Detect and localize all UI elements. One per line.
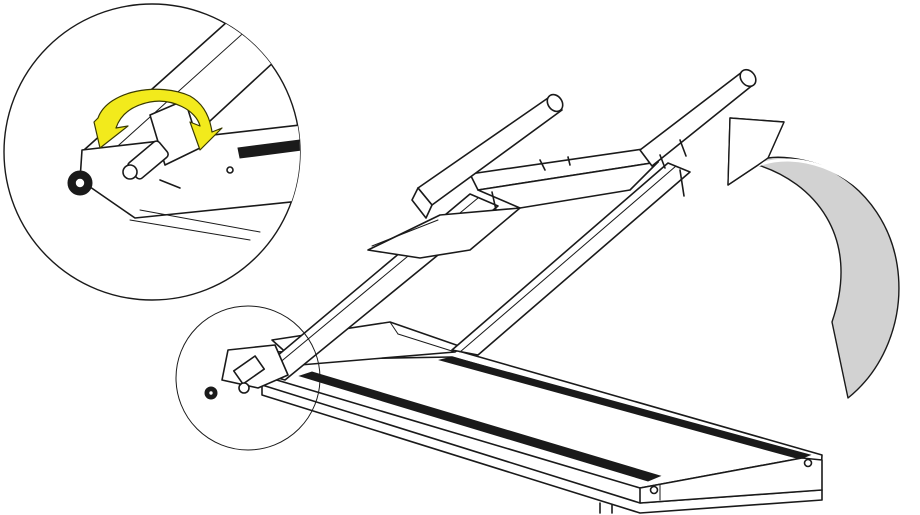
- detail-dark-rail: [237, 139, 300, 159]
- left-handrail: [411, 93, 564, 219]
- pivot-bolt: [238, 382, 250, 394]
- pivot-assembly: [204, 344, 289, 400]
- detail-inset: [3, 3, 301, 301]
- console-tray-edge: [371, 219, 439, 247]
- pivot-lever: [232, 355, 266, 385]
- pivot-highlight-circle: [175, 305, 321, 451]
- console-tray: [367, 207, 521, 259]
- right-side-rail: [438, 356, 812, 460]
- right-handrail-end: [739, 68, 757, 88]
- right-handrail-bolt: [659, 154, 666, 169]
- knob-center: [207, 389, 215, 397]
- fold-direction-arrow: [727, 117, 900, 399]
- clockwise-rotate-arrow-icon: [93, 88, 223, 151]
- right-handrail-stem: [679, 169, 685, 197]
- fold-arrow-head: [727, 117, 785, 186]
- fold-arrow-highlight: [757, 158, 882, 211]
- console-clip-2: [567, 156, 571, 166]
- detail-bolt-shaft: [159, 179, 181, 189]
- rear-end-cap: [639, 457, 823, 504]
- detail-frame-edge: [139, 209, 261, 233]
- detail-pivot-bolt: [122, 164, 138, 180]
- left-side-rail: [298, 371, 662, 482]
- right-handrail: [639, 68, 757, 197]
- detail-screw: [226, 166, 234, 174]
- left-handrail-bolt: [491, 191, 497, 211]
- right-upright: [451, 162, 691, 356]
- console: [367, 147, 659, 259]
- treadmill: [204, 68, 823, 514]
- deck-front-edge: [261, 384, 823, 514]
- detail-frame-edge-2: [129, 219, 251, 241]
- left-handrail-bracket: [411, 187, 433, 219]
- detail-knob-center: [74, 177, 86, 189]
- rear-left-bolt: [649, 485, 659, 495]
- console-body: [477, 161, 659, 209]
- rear-right-bolt: [803, 458, 813, 468]
- hood-edge-2: [397, 333, 456, 353]
- left-handrail-end: [546, 93, 564, 113]
- right-handrail-clip: [679, 139, 687, 157]
- console-clip: [539, 159, 546, 171]
- right-upright-edge: [459, 165, 677, 353]
- hood-edge: [389, 321, 399, 335]
- treadmill-deck: [261, 349, 823, 514]
